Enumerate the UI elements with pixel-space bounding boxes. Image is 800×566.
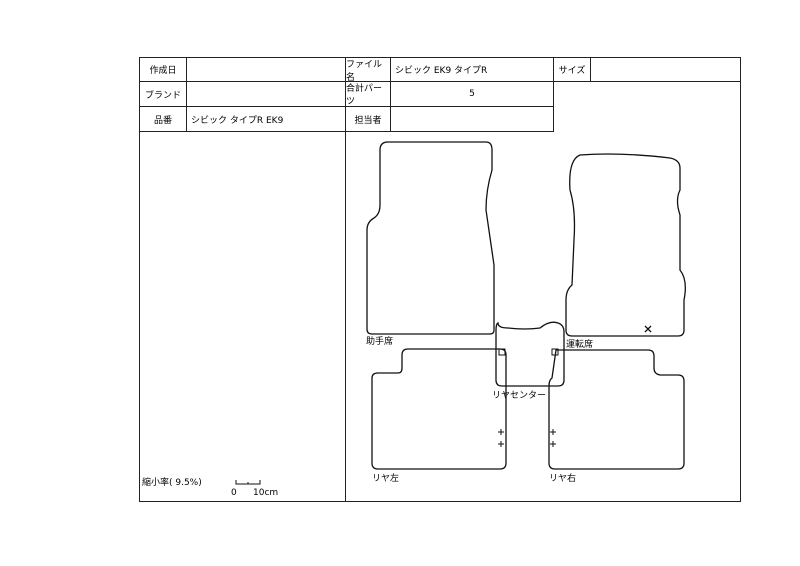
plus-mark-icon	[498, 429, 556, 447]
label-driver: 運転席	[566, 340, 594, 350]
label-rear-center: リヤセンター	[492, 391, 547, 401]
label-rear-right: リヤ右	[549, 474, 577, 484]
scale-tick-0: 0	[231, 488, 237, 498]
staff-value	[390, 106, 554, 132]
mat-passenger	[366, 141, 495, 335]
mat-rear-right	[548, 349, 685, 470]
scale-bar	[235, 480, 261, 485]
label-passenger: 助手席	[366, 337, 394, 347]
box-mark-icon	[551, 348, 559, 356]
scale-tick-10: 10cm	[253, 488, 279, 498]
x-mark-icon	[644, 325, 652, 333]
mat-rear-center	[495, 321, 565, 387]
scale-label: 縮小率( 9.5%)	[142, 478, 202, 488]
size-value	[590, 57, 741, 82]
mat-rear-left	[371, 348, 507, 470]
panel-divider	[345, 131, 346, 502]
mat-driver	[565, 153, 686, 337]
box-mark-icon	[498, 348, 506, 356]
label-rear-left: リヤ左	[372, 474, 400, 484]
